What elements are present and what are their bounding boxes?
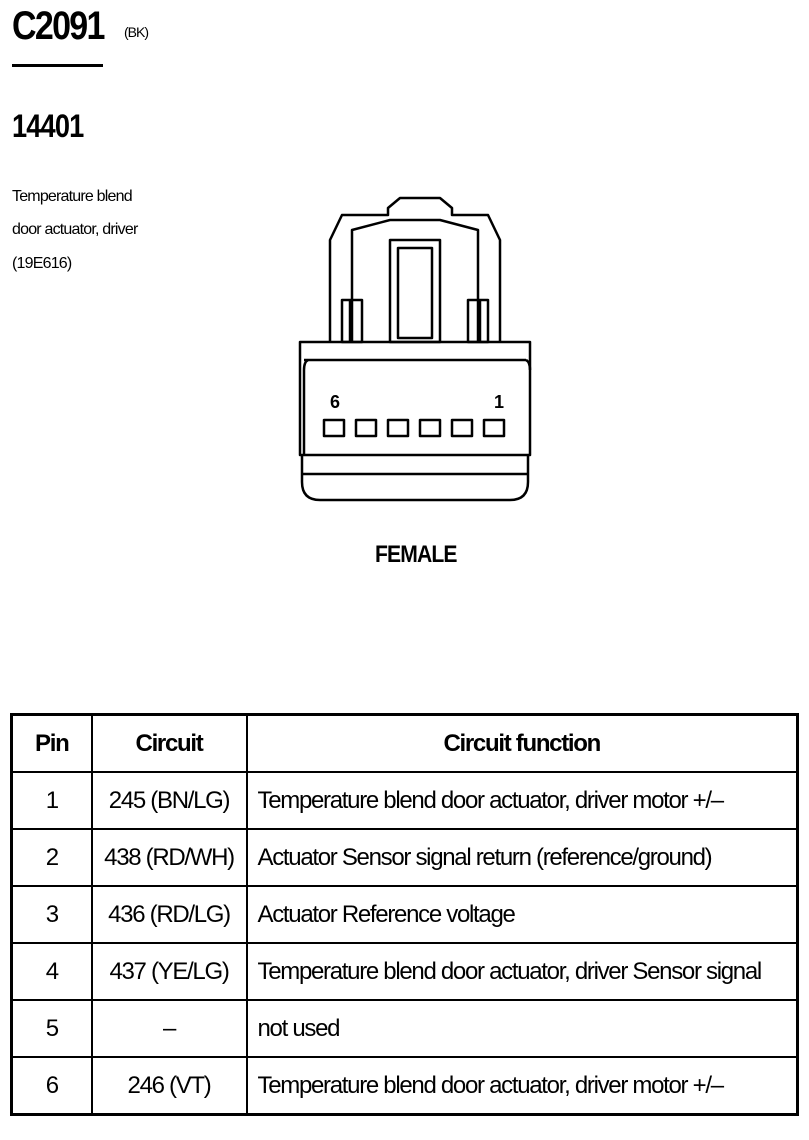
pin-cavity-5 [354,418,378,438]
pin-cavity-2 [450,418,474,438]
table-row: 2 438 (RD/WH) Actuator Sensor signal ret… [10,828,799,887]
table-row: 5 – not used [10,999,799,1058]
part-number: 14401 [12,108,84,144]
table-row: 4 437 (YE/LG) Temperature blend door act… [10,942,799,1001]
cell-function: Temperature blend door actuator, driver … [245,771,799,830]
connector-id: C2091 [12,4,105,48]
table-header-row: Pin Circuit Circuit function [10,713,799,773]
cell-function: Temperature blend door actuator, driver … [245,1056,799,1116]
table-row: 1 245 (BN/LG) Temperature blend door act… [10,771,799,830]
connector-skirt [300,455,530,502]
cell-circuit: 437 (YE/LG) [90,942,248,1001]
lock-tab-inner [396,246,434,340]
cell-pin: 2 [10,828,93,887]
cell-function: not used [245,999,799,1058]
cell-function: Temperature blend door actuator, driver … [245,942,799,1001]
cell-circuit: 246 (VT) [90,1056,248,1116]
description-line: door actuator, driver [12,221,138,238]
table-row: 6 246 (VT) Temperature blend door actuat… [10,1056,799,1116]
pin-cavity-1 [482,418,506,438]
description-line: Temperature blend [12,188,133,205]
pin-table: Pin Circuit Circuit function 1 245 (BN/L… [10,713,799,1116]
pin-cavity-6 [322,418,346,438]
description-line: (19E616) [12,255,72,272]
connector-face-drawing: 6 1 [298,196,532,502]
table-row: 3 436 (RD/LG) Actuator Reference voltage [10,885,799,944]
cell-pin: 1 [10,771,93,830]
cell-circuit: 438 (RD/WH) [90,828,248,887]
connector-color-code: (BK) [124,24,149,40]
header-circuit-function: Circuit function [245,713,799,773]
cell-pin: 3 [10,885,93,944]
cell-pin: 5 [10,999,93,1058]
pin-label-left: 6 [330,392,340,412]
cell-circuit: 245 (BN/LG) [90,771,248,830]
latch-housing [328,196,502,342]
cell-function: Actuator Sensor signal return (reference… [245,828,799,887]
connector-id-underline [12,64,103,67]
connector-gender-label: FEMALE [375,541,457,568]
pin-cavity-4 [386,418,410,438]
latch-inner [350,218,480,342]
cell-pin: 4 [10,942,93,1001]
header-circuit: Circuit [90,713,248,773]
cell-circuit: 436 (RD/LG) [90,885,248,944]
header-pin: Pin [10,713,93,773]
connector-body [298,340,532,457]
cell-function: Actuator Reference voltage [245,885,799,944]
pin-label-right: 1 [494,392,504,412]
cell-pin: 6 [10,1056,93,1116]
cell-circuit: – [90,999,248,1058]
pin-cavity-3 [418,418,442,438]
